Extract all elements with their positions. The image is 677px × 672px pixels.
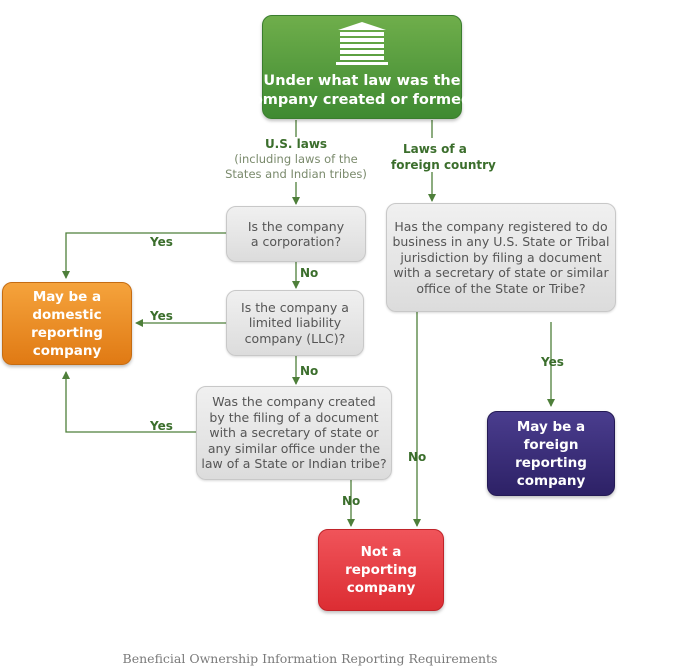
foreign-laws-line-2: foreign country [391,158,496,172]
foreign-laws-label: Laws of a foreign country [391,141,496,173]
registered-yes-label: Yes [541,355,564,369]
corporation-question-line-1: Is the company [247,218,345,234]
filing-question-box: Was the company created by the filing of… [196,386,392,480]
building-icon [336,22,388,65]
corporation-yes-label: Yes [150,235,173,249]
registered-question-line-2: business in any U.S. State or Tribal [392,234,610,250]
registered-question-line-5: office of the State or Tribe? [416,280,586,296]
us-laws-detail-1: (including laws of the [234,152,358,166]
domestic-result-box: May be a domestic reporting company [2,282,132,365]
foreign-result-line-4: company [516,472,586,489]
registered-question-line-1: Has the company registered to do [394,218,608,234]
domestic-result-line-2: domestic [32,306,102,323]
corporation-question-box: Is the company a corporation? [226,206,366,262]
domestic-result-line-3: reporting [31,324,103,341]
filing-question-line-4: any similar office under the [207,440,381,456]
llc-no-label: No [300,364,319,378]
llc-question-line-1: Is the company a [241,299,349,315]
start-question-box: Under what law was the company created o… [244,15,480,119]
filing-question-line-1: Was the company created [212,394,376,410]
filing-yes-label: Yes [150,419,173,433]
figure-caption: Beneficial Ownership Information Reporti… [122,651,498,666]
filing-question-line-2: by the filing of a document [209,409,379,425]
foreign-result-box: May be a foreign reporting company [487,411,615,496]
filing-question-line-5: law of a State or Indian tribe? [201,456,387,472]
registered-question-line-4: with a secretary of state or similar [393,265,609,281]
registered-question-box: Has the company registered to do busines… [386,203,616,312]
corporation-question-line-2: a corporation? [250,234,342,249]
llc-question-line-2: limited liability [248,315,342,331]
us-laws-detail-2: States and Indian tribes) [225,167,367,181]
not-reporting-result-line-3: company [346,580,416,596]
foreign-result-line-2: foreign [523,436,579,453]
registered-question-line-3: jurisdiction by filing a document [400,249,602,265]
filing-no-label: No [342,494,361,508]
us-laws-title: U.S. laws [264,137,328,151]
registered-no-label: No [408,450,427,464]
domestic-result-line-1: May be a [32,288,102,305]
foreign-result-line-1: May be a [516,418,586,435]
llc-question-box: Is the company a limited liability compa… [226,290,364,356]
llc-question-line-3: company (LLC)? [244,330,346,346]
start-question-line-2: company created or formed? [244,92,480,108]
filing-question-line-3: with a secretary of state or [209,425,379,441]
not-reporting-result-line-1: Not a [360,544,402,560]
start-question-line-1: Under what law was the [263,73,461,89]
domestic-result-line-4: company [32,342,102,359]
not-reporting-result-line-2: reporting [345,562,417,578]
edge-filing-yes [62,371,196,433]
foreign-laws-line-1: Laws of a [403,142,467,156]
edge-corporation-yes [62,232,226,279]
not-reporting-result-box: Not a reporting company [318,529,444,611]
foreign-result-line-3: reporting [515,454,587,471]
corporation-no-label: No [300,266,319,280]
llc-yes-label: Yes [150,309,173,323]
us-laws-label: U.S. laws (including laws of the States … [220,137,372,182]
